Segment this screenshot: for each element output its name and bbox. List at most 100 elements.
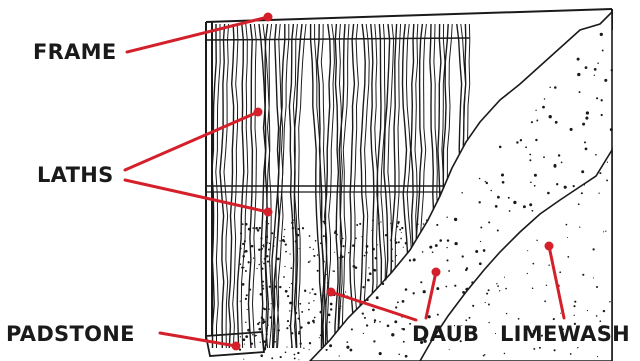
daub-speck <box>530 182 532 184</box>
daub-dot <box>313 249 314 250</box>
daub-dot <box>367 279 370 282</box>
daub-dot <box>268 223 269 224</box>
limewash-speck <box>577 347 578 348</box>
daub-speck <box>479 201 481 203</box>
daub-dot <box>324 222 327 225</box>
daub-dot <box>266 333 268 335</box>
daub-dot <box>255 227 258 230</box>
limewash-speck <box>559 271 561 273</box>
daub-speck <box>420 281 422 283</box>
daub-dot <box>336 302 337 303</box>
daub-dot <box>301 311 303 313</box>
daub-speck <box>594 68 597 71</box>
daub-speck <box>446 216 447 217</box>
daub-dot <box>242 283 245 286</box>
daub-dot <box>286 347 287 348</box>
daub-dot <box>313 322 315 324</box>
daub-dot <box>245 321 246 322</box>
daub-speck <box>535 110 536 111</box>
daub-speck <box>480 227 482 229</box>
daub-dot <box>390 223 392 225</box>
daub-speck <box>374 319 376 321</box>
daub-speck <box>376 296 379 299</box>
daub-speck <box>577 58 580 61</box>
daub-dot <box>240 247 242 249</box>
daub-dot <box>259 322 261 324</box>
daub-speck <box>579 91 581 93</box>
daub-speck <box>547 192 550 195</box>
daub-speck <box>454 285 456 287</box>
daub-dot <box>273 245 275 247</box>
daub-dot <box>278 296 279 297</box>
daub-dot <box>259 227 261 229</box>
daub-dot <box>243 267 244 268</box>
limewash-speck <box>544 300 546 302</box>
daub-dot <box>336 234 338 236</box>
limewash-speck <box>504 353 505 354</box>
daub-dot <box>385 234 387 236</box>
daub-dot <box>274 285 276 287</box>
limewash-speck <box>485 302 486 303</box>
daub-speck <box>422 251 424 253</box>
daub-speck <box>486 182 488 184</box>
daub-speck <box>387 324 390 327</box>
daub-dot <box>240 301 241 302</box>
daub-dot <box>274 288 276 290</box>
laths-label: LATHS <box>37 165 114 186</box>
daub-dot <box>274 329 275 330</box>
daub-dot <box>287 295 289 297</box>
daub-dot <box>320 334 322 336</box>
daub-speck <box>585 148 588 151</box>
limewash-speck <box>539 347 541 349</box>
daub-dot <box>394 240 395 241</box>
daub-dot <box>264 347 266 349</box>
daub-speck <box>596 97 598 99</box>
daub-dot <box>278 225 279 226</box>
daub-dot <box>326 274 327 275</box>
daub-dot <box>283 239 285 241</box>
daub-dot <box>328 314 331 317</box>
daub-speck <box>405 288 408 291</box>
daub-dot <box>240 336 241 337</box>
daub-dot <box>299 248 300 249</box>
daub-dot <box>309 292 310 293</box>
daub-dot <box>329 321 331 323</box>
daub-speck <box>508 197 510 199</box>
limewash-speck <box>605 230 606 231</box>
daub-dot <box>399 229 401 231</box>
daub-speck <box>532 210 534 212</box>
daub-dot <box>395 238 397 240</box>
daub-speck <box>536 120 538 122</box>
daub-speck <box>513 201 516 204</box>
daub-dot <box>317 254 319 256</box>
daub-speck <box>454 218 457 221</box>
daub-speck <box>479 178 481 180</box>
limewash-speck <box>497 285 499 287</box>
daub-speck <box>428 315 431 318</box>
daub-speck <box>483 249 486 252</box>
daub-dot <box>245 270 247 272</box>
daub-dot <box>403 247 404 248</box>
daub-dot <box>264 340 267 343</box>
daub-dot <box>333 270 335 272</box>
daub-dot <box>315 240 317 242</box>
frame-label: FRAME <box>33 42 117 63</box>
limewash-label: LIMEWASH <box>500 324 630 345</box>
daub-dot <box>285 251 287 253</box>
daub-dot <box>243 359 244 360</box>
daub-dot <box>356 224 358 226</box>
limewash-speck <box>449 349 450 350</box>
daub-dot <box>309 235 311 237</box>
daub-dot <box>337 267 338 268</box>
daub-speck <box>461 192 463 194</box>
daub-speck <box>529 159 531 161</box>
daub-speck <box>413 258 416 261</box>
daub-dot <box>261 248 263 250</box>
limewash-speck <box>566 224 568 226</box>
limewash-speck <box>484 354 485 355</box>
daub-dot <box>263 320 266 323</box>
daub-speck <box>497 229 499 231</box>
limewash-speck <box>596 286 598 288</box>
daub-dot <box>313 300 314 301</box>
daub-dot <box>401 227 403 229</box>
